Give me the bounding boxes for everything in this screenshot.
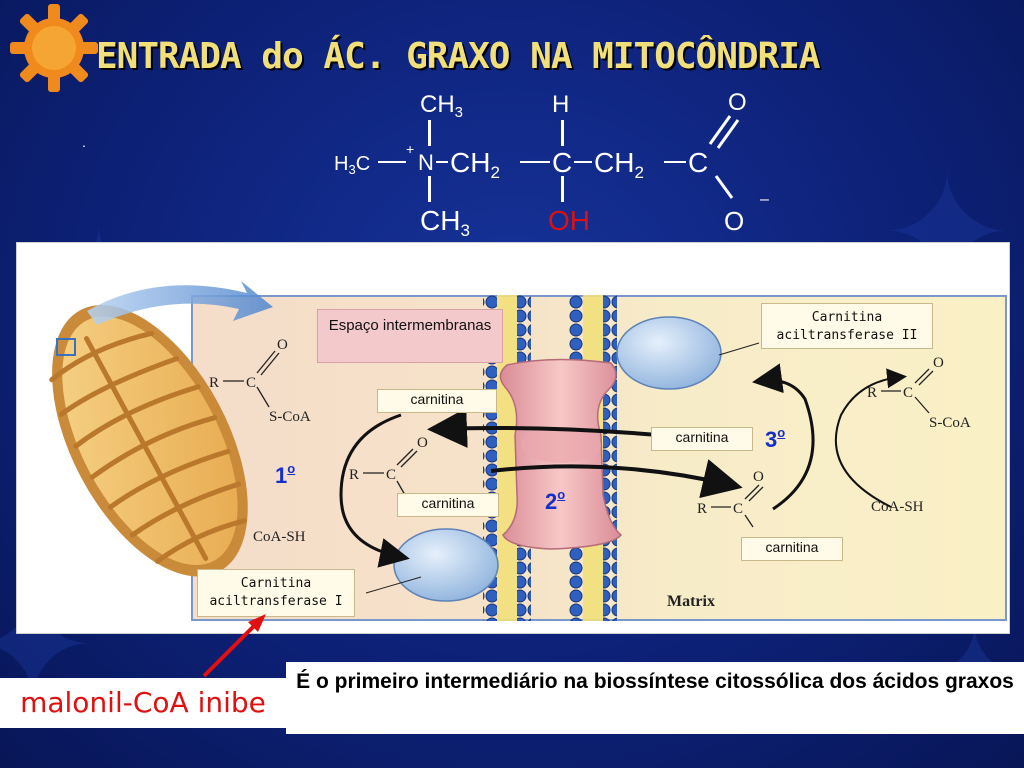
coash-right: CoA-SH [871,499,924,515]
bullet-dot: . [82,134,86,150]
acylcoa-right-carbon: C [903,385,913,401]
formula-top-methyl: CH3 [420,91,463,121]
step-1-label: 1o [275,461,296,488]
carnitina-label-matrix: carnitina [741,537,843,561]
formula-positive-charge: + [406,141,414,157]
carnitine-structural-formula: CH3 H O H3C + N CH2 C CH2 C CH3 OH O – [334,89,769,240]
cat2-label: Carnitina aciltransferase II [761,303,933,349]
acylcoa-right-scoa: S-CoA [929,415,971,431]
acylcoa-right-r: R [867,385,877,401]
formula-bottom-methyl: CH3 [420,205,470,240]
acyl-right-carbon: C [733,501,743,517]
acylcoa-left-carbon: C [246,375,256,391]
intermembrane-space-label: Espaço intermembranas [317,309,503,363]
acyl-right-r: R [697,501,707,517]
formula-hydroxyl: OH [548,205,590,236]
acyl-right-oxygen: O [753,469,764,485]
slide-title: ENTRADA do ÁC. GRAXO NA MITOCÔNDRIA [96,36,821,77]
acyl-left-r: R [349,467,359,483]
acylcoa-left-scoa: S-CoA [269,409,311,425]
sun-gear-icon [10,4,98,92]
step-3-label: 3o [765,425,786,452]
formula-nitrogen: N [418,150,434,175]
formula-carbonyl-oxygen: O [728,89,747,116]
carnitina-label-cat1: carnitina [397,493,499,517]
formula-ch2-a: CH2 [450,147,500,182]
acylcoa-right-oxygen: O [933,355,944,371]
formula-ch2-b: CH2 [594,147,644,182]
formula-hydrogen: H [552,91,569,118]
formula-chiral-carbon: C [552,147,572,178]
carnitine-shuttle-figure: O R C S-CoA CoA-SH O R C O R C [16,242,1010,634]
acylcoa-left-oxygen: O [277,337,288,353]
formula-left-methyl: H3C [334,153,370,177]
footnote-text: É o primeiro intermediário na biossíntes… [286,662,1024,734]
carnitina-label-intermembrane: carnitina [377,389,497,413]
formula-carboxyl-carbon: C [688,147,708,178]
inhibition-arrow [202,614,266,678]
carnitina-label-matrix-return: carnitina [651,427,753,451]
formula-negative-charge: – [760,191,769,208]
malonyl-coa-inhibition-note: malonil-CoA inibe [0,678,286,728]
step-2-label: 2o [545,487,566,514]
coash-left: CoA-SH [253,529,306,545]
acyl-left-oxygen: O [417,435,428,451]
transport-mechanism-diagram: O R C S-CoA CoA-SH O R C O R C [209,295,971,621]
acylcoa-left-r: R [209,375,219,391]
matrix-label: Matrix [667,593,715,610]
cat1-label: Carnitina aciltransferase I [197,569,355,617]
mitochondrion-illustration [49,281,273,577]
acyl-left-carbon: C [386,467,396,483]
formula-carboxylate-oxygen: O [724,206,744,236]
